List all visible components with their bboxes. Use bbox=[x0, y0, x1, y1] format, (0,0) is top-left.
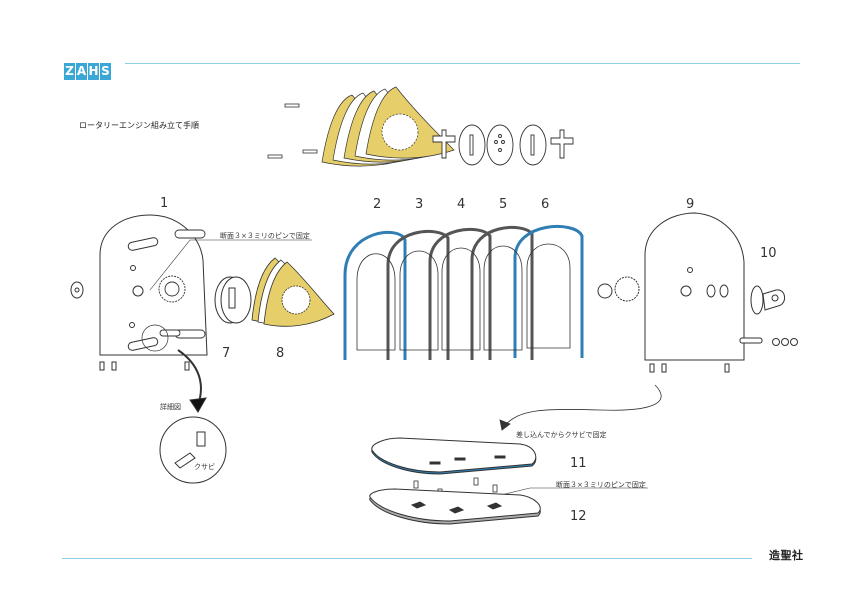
page-title: ロータリーエンジン組み立て手順 bbox=[79, 121, 199, 130]
wedge-label: クサビ bbox=[194, 463, 215, 471]
bottom-divider bbox=[62, 558, 752, 559]
part-number-8: 8 bbox=[276, 346, 285, 361]
zahs-logo: Z A H S bbox=[64, 63, 111, 80]
logo-letter: Z bbox=[64, 63, 75, 80]
part-number-4: 4 bbox=[457, 197, 466, 212]
part-number-3: 3 bbox=[415, 197, 424, 212]
top-divider bbox=[125, 63, 800, 64]
part-number-12: 12 bbox=[570, 509, 587, 524]
logo-letter: A bbox=[76, 63, 87, 80]
overview-shaft-parts bbox=[432, 124, 574, 166]
part-number-7: 7 bbox=[222, 346, 231, 361]
overview-pins bbox=[267, 103, 318, 159]
part-number-11: 11 bbox=[570, 456, 587, 471]
pin-note-bottom: 断面３×３ミリのピンで固定 bbox=[556, 481, 646, 489]
eccentric-7 bbox=[214, 276, 252, 324]
detail-label: 詳細図 bbox=[160, 403, 181, 411]
housing-stack bbox=[343, 224, 584, 360]
detail-callout bbox=[141, 324, 227, 484]
side-plate-1 bbox=[70, 214, 208, 371]
gear-1 bbox=[158, 229, 206, 339]
overview-rotors bbox=[321, 86, 455, 167]
housing-inner bbox=[356, 243, 571, 351]
part-number-2: 2 bbox=[373, 197, 382, 212]
part-number-10: 10 bbox=[760, 246, 777, 261]
rotor-8 bbox=[251, 257, 335, 327]
part-number-6: 6 bbox=[541, 197, 550, 212]
logo-letter: S bbox=[100, 63, 111, 80]
base-plate-11 bbox=[371, 437, 537, 475]
logo-letter: H bbox=[88, 63, 99, 80]
pin-note-top: 断面３×３ミリのピンで固定 bbox=[220, 232, 310, 240]
insert-arrow bbox=[499, 384, 662, 431]
part-number-9: 9 bbox=[686, 197, 695, 212]
brand-logo: 造聖社 bbox=[769, 549, 804, 562]
part-10 bbox=[739, 285, 798, 346]
insert-note: 差し込んでからクサビで固定 bbox=[516, 431, 607, 439]
part-number-1: 1 bbox=[160, 196, 169, 211]
part-number-5: 5 bbox=[499, 197, 508, 212]
side-plate-9 bbox=[597, 212, 745, 373]
base-plate-12 bbox=[369, 488, 541, 525]
